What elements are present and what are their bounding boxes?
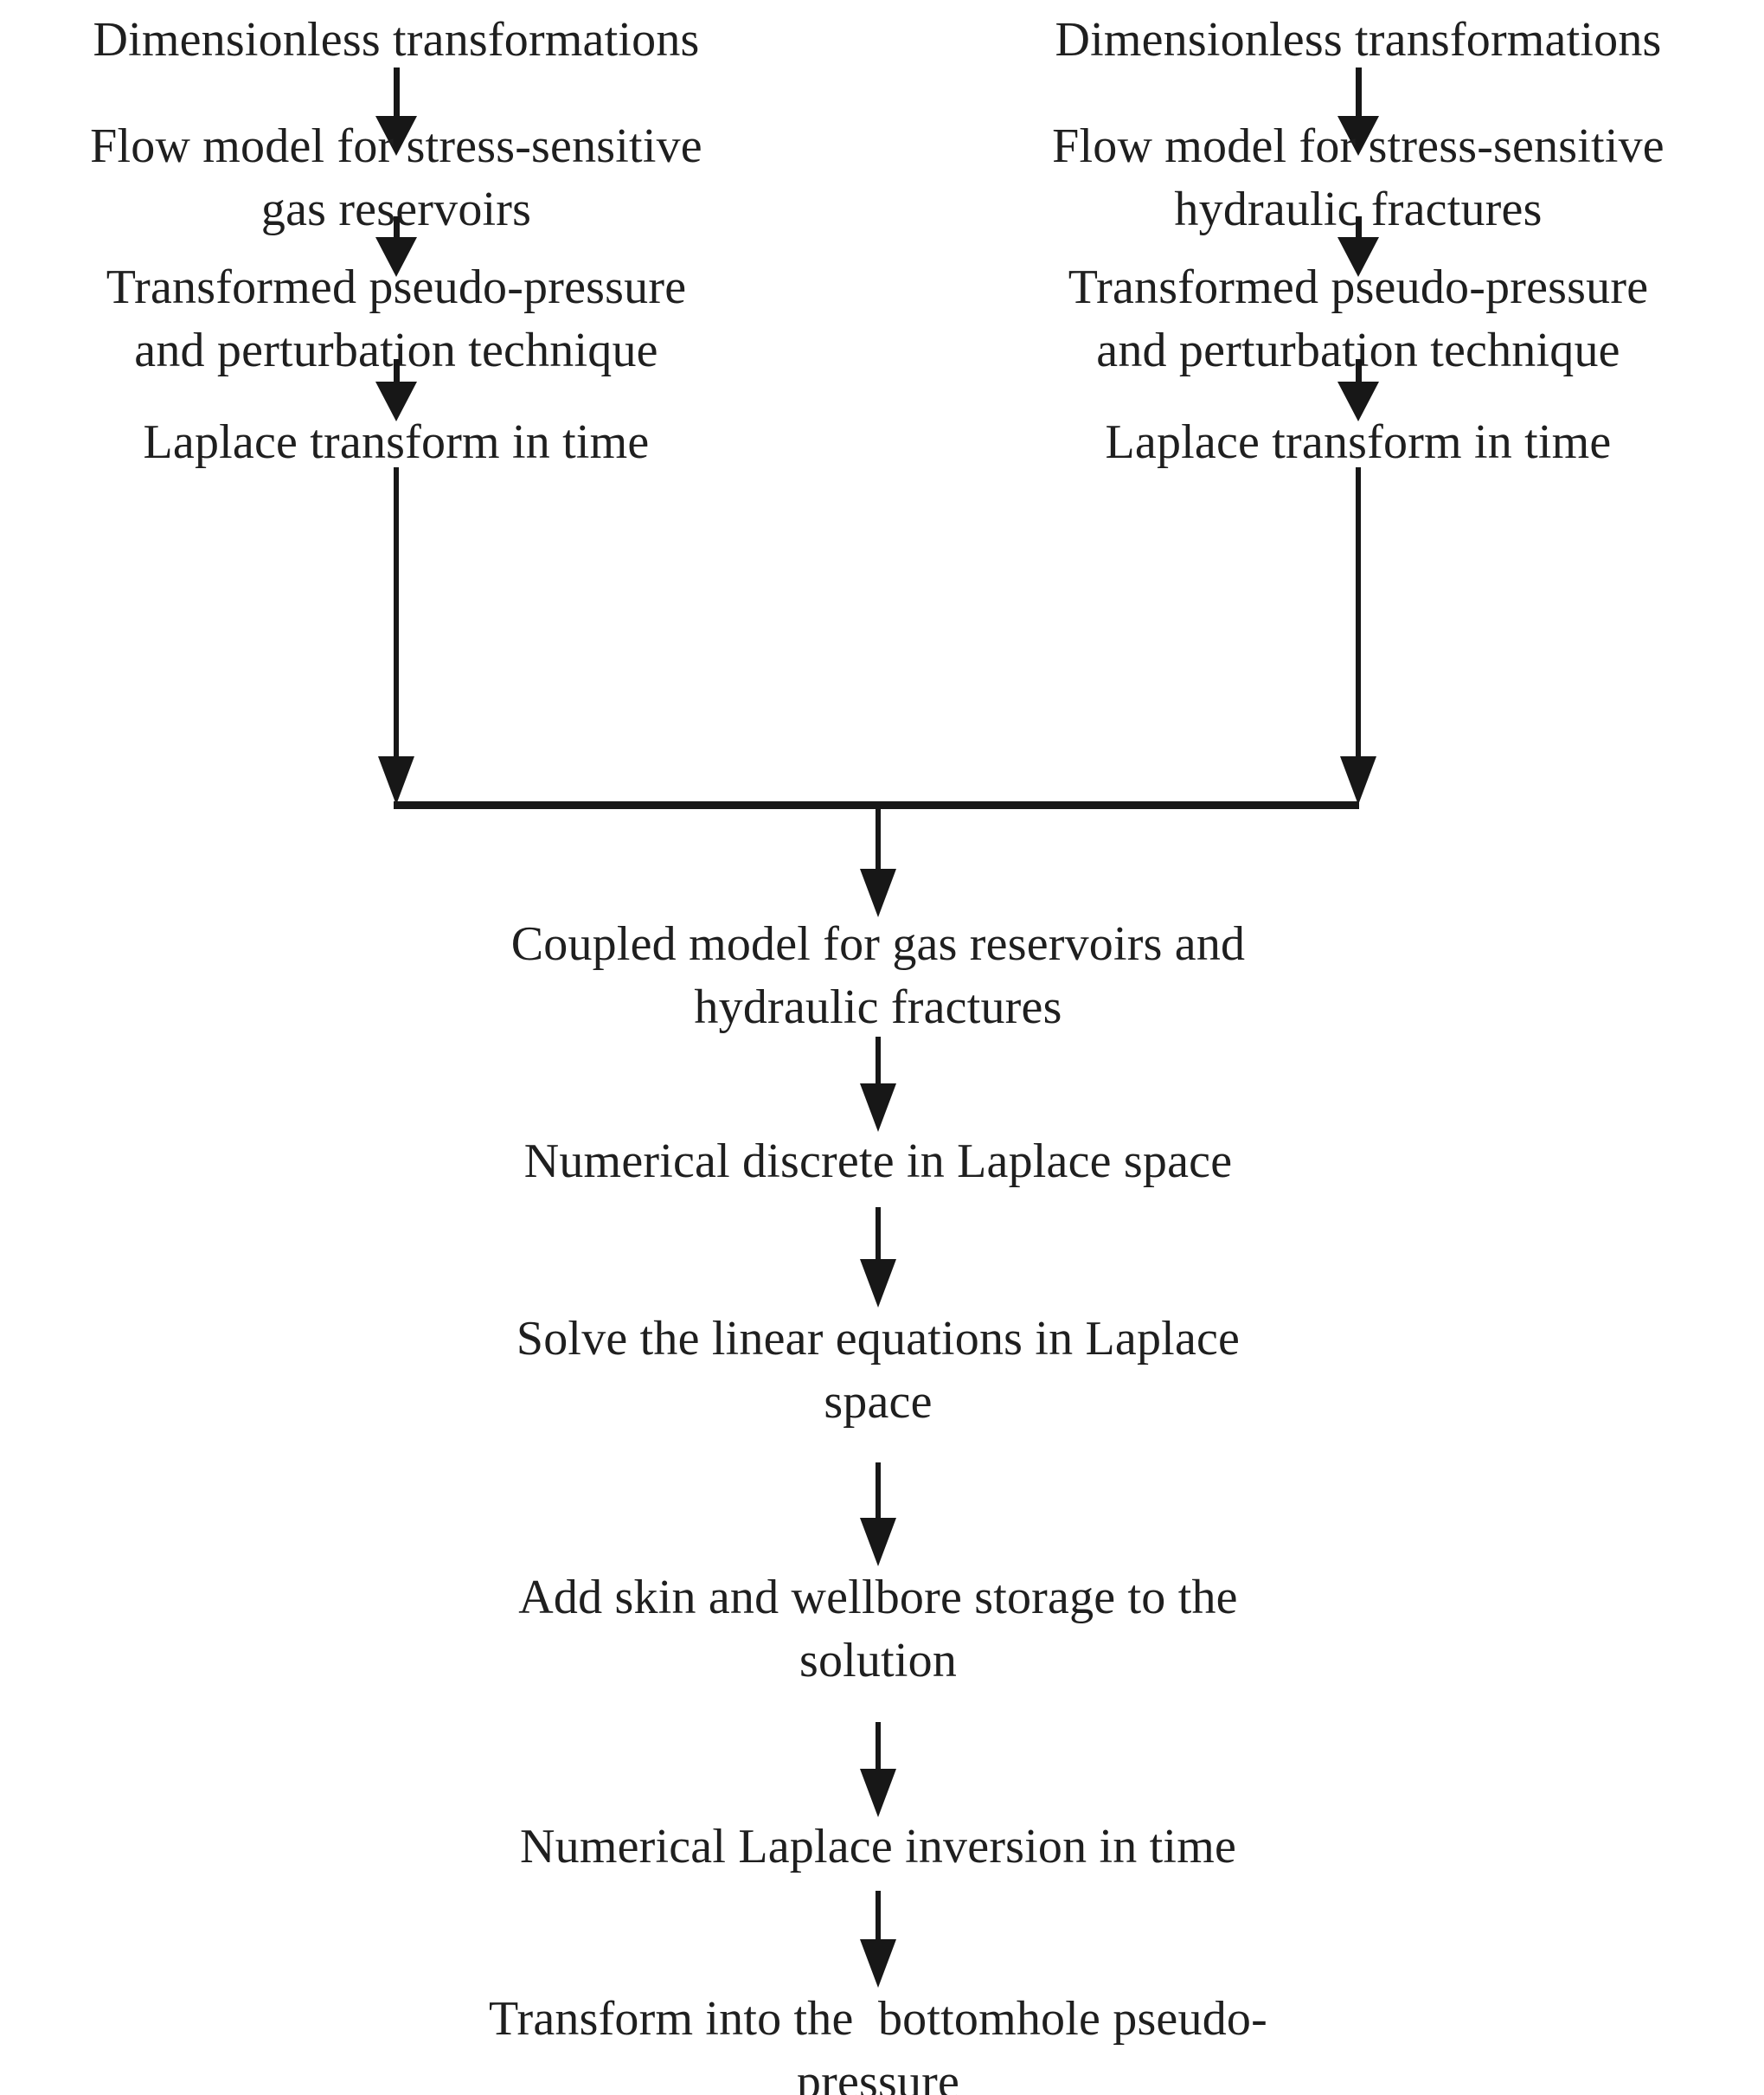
arrow-head — [860, 1259, 896, 1308]
arrow-shaft — [393, 216, 400, 242]
center-step-4-add-skin-wellbore-storage: Add skin and wellbore storage to the sol… — [518, 1571, 1238, 1687]
center-arrow-to-laplace-inversion — [857, 1722, 899, 1817]
left-arrow-2 — [375, 216, 417, 277]
merge-junction-bar — [394, 801, 1359, 809]
left-step-2-flow-model-gas-reservoirs: Flow model for stress-sensitive gas rese… — [90, 119, 702, 236]
arrow-head — [375, 116, 417, 156]
arrow-head — [375, 382, 417, 421]
center-arrow-to-solve-linear-equations — [857, 1207, 899, 1308]
right-arrow-4-to-junction — [1337, 467, 1379, 805]
center-step-6-transform-bottomhole-pseudo-pressure: Transform into the bottomhole pseudo- pr… — [489, 1992, 1267, 2095]
left-step-4-laplace-transform-in-time: Laplace transform in time — [143, 415, 650, 469]
center-step-3-solve-linear-equations: Solve the linear equations in Laplace sp… — [516, 1312, 1241, 1429]
right-arrow-1 — [1337, 67, 1379, 156]
left-arrow-4-to-junction — [375, 467, 417, 805]
arrow-shaft — [1355, 359, 1362, 387]
arrow-shaft — [1355, 216, 1362, 242]
arrow-head — [1337, 116, 1379, 156]
arrow-shaft — [1356, 467, 1361, 762]
right-step-3-transformed-pseudo-pressure: Transformed pseudo-pressure and perturba… — [1068, 260, 1649, 377]
arrow-shaft — [876, 1891, 881, 1946]
arrow-shaft — [394, 467, 399, 762]
arrow-head — [375, 237, 417, 277]
right-step-4-laplace-transform-in-time: Laplace transform in time — [1105, 415, 1612, 469]
arrow-shaft — [876, 808, 881, 876]
arrow-shaft — [393, 67, 400, 119]
center-arrow-to-coupled-model — [857, 808, 899, 917]
left-arrow-3 — [375, 359, 417, 421]
arrow-shaft — [1355, 67, 1362, 119]
right-step-2-flow-model-hydraulic-fractures: Flow model for stress-sensitive hydrauli… — [1052, 119, 1665, 236]
center-step-5-numerical-laplace-inversion: Numerical Laplace inversion in time — [519, 1820, 1237, 1873]
arrow-head — [860, 1939, 896, 1988]
right-step-1-dimensionless-transformations: Dimensionless transformations — [1055, 13, 1662, 67]
arrow-shaft — [876, 1037, 881, 1090]
right-arrow-3 — [1337, 359, 1379, 421]
arrow-shaft — [393, 359, 400, 387]
center-step-1-coupled-model: Coupled model for gas reservoirs and hyd… — [510, 917, 1246, 1034]
left-step-1-dimensionless-transformations: Dimensionless transformations — [93, 13, 700, 67]
center-arrow-to-numerical-discrete — [857, 1037, 899, 1132]
arrow-head — [860, 1769, 896, 1817]
arrow-head — [378, 756, 414, 805]
left-arrow-1 — [375, 67, 417, 156]
center-arrow-to-add-skin-storage — [857, 1462, 899, 1566]
arrow-head — [860, 1518, 896, 1566]
arrow-head — [1340, 756, 1376, 805]
arrow-head — [860, 869, 896, 917]
arrow-shaft — [876, 1722, 881, 1776]
center-step-2-numerical-discrete: Numerical discrete in Laplace space — [523, 1134, 1233, 1188]
arrow-head — [1337, 237, 1379, 277]
center-arrow-to-bottomhole-pseudo-pressure — [857, 1891, 899, 1988]
arrow-head — [1337, 382, 1379, 421]
left-step-3-transformed-pseudo-pressure: Transformed pseudo-pressure and perturba… — [106, 260, 687, 377]
arrow-shaft — [876, 1462, 881, 1523]
right-arrow-2 — [1337, 216, 1379, 277]
arrow-head — [860, 1083, 896, 1132]
arrow-shaft — [876, 1207, 881, 1264]
